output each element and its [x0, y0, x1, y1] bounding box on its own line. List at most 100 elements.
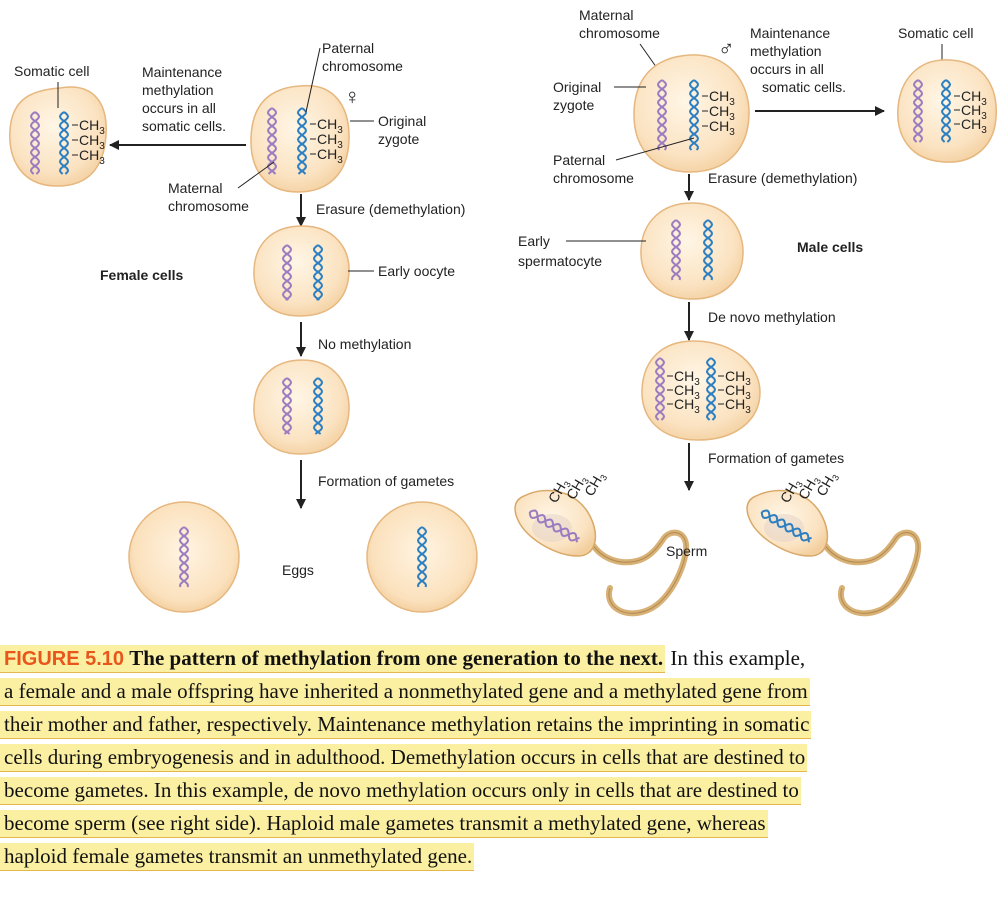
early-spermatocyte [640, 202, 744, 300]
no-methylation-label: No methylation [318, 336, 411, 352]
female-symbol-icon: ♀ [344, 84, 361, 109]
caption-line: become gametes. In this example, de novo… [0, 774, 1000, 807]
male-maintenance-line-3: occurs in all [750, 61, 824, 77]
dna-backbone [29, 111, 41, 175]
svg-text:CH3: CH3 [813, 469, 841, 500]
dna-strand-icon [656, 79, 668, 151]
male-cells-title: Male cells [797, 239, 863, 255]
methyl-ch3: CH3 [709, 118, 735, 138]
female-maintenance-line-1: Maintenance [142, 64, 222, 80]
dna-backbone [940, 79, 952, 143]
dna-strand-icon [760, 509, 812, 543]
dna-backbone [912, 79, 924, 143]
dna-backbone [670, 219, 682, 281]
male-paternal-chromosome-line-1: Paternal [553, 152, 605, 168]
male-maintenance-line-4: somatic cells. [762, 79, 846, 95]
dna-strand-icon [312, 377, 324, 435]
caption-line: haploid female gametes transmit an unmet… [0, 840, 1000, 873]
methyl-ch3: CH3 [725, 368, 751, 388]
female-erasure-label: Erasure (demethylation) [316, 201, 465, 217]
female-germ-cell [253, 359, 350, 455]
male-maternal-chromosome-line-2: chromosome [579, 25, 660, 41]
early-oocyte-label: Early oocyte [378, 263, 455, 279]
sperm-icon [746, 489, 922, 617]
male-germ-cell [641, 340, 761, 441]
dna-backbone [912, 79, 924, 143]
dna-strand-icon [670, 219, 682, 281]
methyl-ch3: CH3 [79, 147, 105, 167]
dna-backbone [670, 219, 682, 281]
methyl-ch3: CH3 [317, 146, 343, 166]
dna-strand-icon [654, 357, 666, 421]
male-formation-label: Formation of gametes [708, 450, 844, 466]
male-erasure-label: Erasure (demethylation) [708, 170, 857, 186]
caption-text: become gametes. In this example, de novo… [0, 777, 801, 805]
dna-strand-icon [940, 79, 952, 143]
methyl-ch3: CH3 [674, 396, 700, 416]
dna-backbone [281, 244, 293, 301]
dna-backbone [312, 244, 324, 301]
sperm-methyl-group: CH3 CH3 CH3 [545, 469, 609, 506]
caption-text: In this example, [665, 646, 806, 670]
dna-strand-icon [281, 244, 293, 301]
dna-backbone [296, 107, 308, 175]
dna-backbone [688, 79, 700, 151]
dna-backbone [702, 219, 714, 281]
dna-backbone [296, 107, 308, 175]
dna-backbone [528, 511, 578, 543]
dna-backbone [416, 526, 428, 588]
dna-strand-icon [29, 111, 41, 175]
dna-strand-icon [281, 377, 293, 435]
dna-backbone [58, 111, 70, 175]
methyl-ch3: CH3 [674, 382, 700, 402]
methyl-ch3: CH3 [674, 368, 700, 388]
caption-text: a female and a male offspring have inher… [0, 678, 810, 706]
methyl-ch3: CH3 [961, 102, 987, 122]
methyl-ch3: CH3 [725, 382, 751, 402]
dna-strand-icon [178, 526, 190, 588]
dna-backbone [281, 377, 292, 435]
caption-line: their mother and father, respectively. M… [0, 708, 1000, 741]
caption-line: a female and a male offspring have inher… [0, 675, 1000, 708]
female-maintenance-line-4: somatic cells. [142, 118, 226, 134]
early-oocyte [253, 225, 350, 317]
female-maternal-chromosome-line-1: Maternal [168, 180, 222, 196]
dna-backbone [29, 111, 41, 175]
dna-strand-icon [528, 509, 580, 543]
dna-strand-icon [688, 79, 700, 151]
dna-strand-icon [416, 526, 428, 588]
male-original-zygote-line-2: zygote [553, 97, 594, 113]
female-maintenance-line-2: methylation [142, 82, 214, 98]
methyl-ch3: CH3 [79, 117, 105, 137]
caption-text: their mother and father, respectively. M… [0, 711, 812, 739]
sperm-icon [514, 489, 690, 617]
dna-backbone [940, 79, 952, 143]
early-spermatocyte-line-1: Early [518, 233, 550, 249]
dna-backbone [705, 357, 717, 421]
female-cells-title: Female cells [100, 267, 183, 283]
early-spermatocyte-line-2: spermatocyte [518, 253, 602, 269]
dna-backbone [416, 526, 428, 588]
figure-label: FIGURE 5.10 [4, 648, 125, 670]
svg-text:CH3: CH3 [581, 469, 609, 500]
dna-backbone [705, 357, 717, 421]
female-paternal-chromosome-line-1: Paternal [322, 40, 374, 56]
caption-line: FIGURE 5.10 The pattern of methylation f… [0, 642, 1000, 675]
caption-text: become sperm (see right side). Haploid m… [0, 810, 768, 838]
female-original-zygote-line-1: Original [378, 113, 426, 129]
dna-backbone [312, 377, 323, 435]
de-novo-label: De novo methylation [708, 309, 836, 325]
dna-backbone [178, 526, 190, 588]
female-paternal-chromosome-line-2: chromosome [322, 58, 403, 74]
dna-backbone [266, 107, 278, 175]
dna-backbone [760, 511, 810, 543]
dna-strand-icon [296, 107, 308, 175]
dna-strand-icon [705, 357, 717, 421]
dna-backbone [656, 79, 668, 151]
male-paternal-chromosome-line-2: chromosome [553, 170, 634, 186]
female-formation-label: Formation of gametes [318, 473, 454, 489]
methylation-diagram: CH3 CH3 CH3 Somatic cell Maintenance met… [9, 7, 997, 617]
egg-icon [366, 501, 478, 613]
male-maintenance-line-2: methylation [750, 43, 822, 59]
dna-backbone [654, 357, 666, 421]
